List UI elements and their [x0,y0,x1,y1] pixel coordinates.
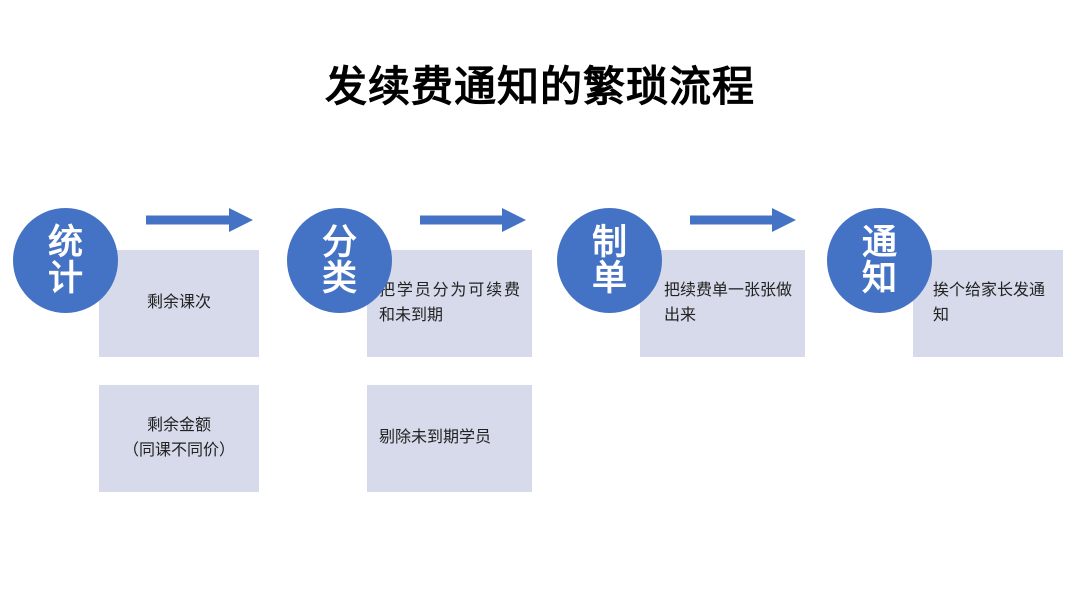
step-1-circle-label: 统计 [47,222,83,298]
step-2-box-1: 把学员分为可续费和未到期 [367,250,532,357]
step-2-circle-label: 分类 [321,222,357,298]
step-2-box-2-text: 剔除未到期学员 [379,429,492,447]
arrow-right-icon [420,208,526,232]
step-1-box-2: 剩余金额 （同课不同价） [99,385,259,492]
step-2-circle[interactable]: 分类 [287,208,392,313]
arrow-billing-to-notify [690,208,796,232]
arrow-statistics-to-classify [146,208,253,232]
step-3-box-1-text: 把续费单一张张做出来 [664,281,793,324]
step-1-box-1: 剩余课次 [99,250,259,357]
step-1-box-2-text: 剩余金额 （同课不同价） [122,416,235,459]
step-2-box-2: 剔除未到期学员 [367,385,532,492]
step-1-circle[interactable]: 统计 [13,208,118,313]
step-4-circle-label: 通知 [861,222,897,298]
step-1-box-1-text: 剩余课次 [146,294,211,312]
step-4-circle[interactable]: 通知 [827,208,932,313]
page-title: 发续费通知的繁琐流程 [324,63,755,110]
step-3-circle-label: 制单 [591,222,627,298]
step-4-box-1-text: 挨个给家长发通知 [933,281,1046,324]
step-3-circle[interactable]: 制单 [557,208,662,313]
step-2-box-1-text: 把学员分为可续费和未到期 [379,281,520,324]
arrow-right-icon [690,208,796,232]
step-4-box-1: 挨个给家长发通知 [913,250,1063,357]
arrow-classify-to-billing [420,208,526,232]
step-3-box-1: 把续费单一张张做出来 [640,250,805,357]
arrow-right-icon [146,208,253,232]
